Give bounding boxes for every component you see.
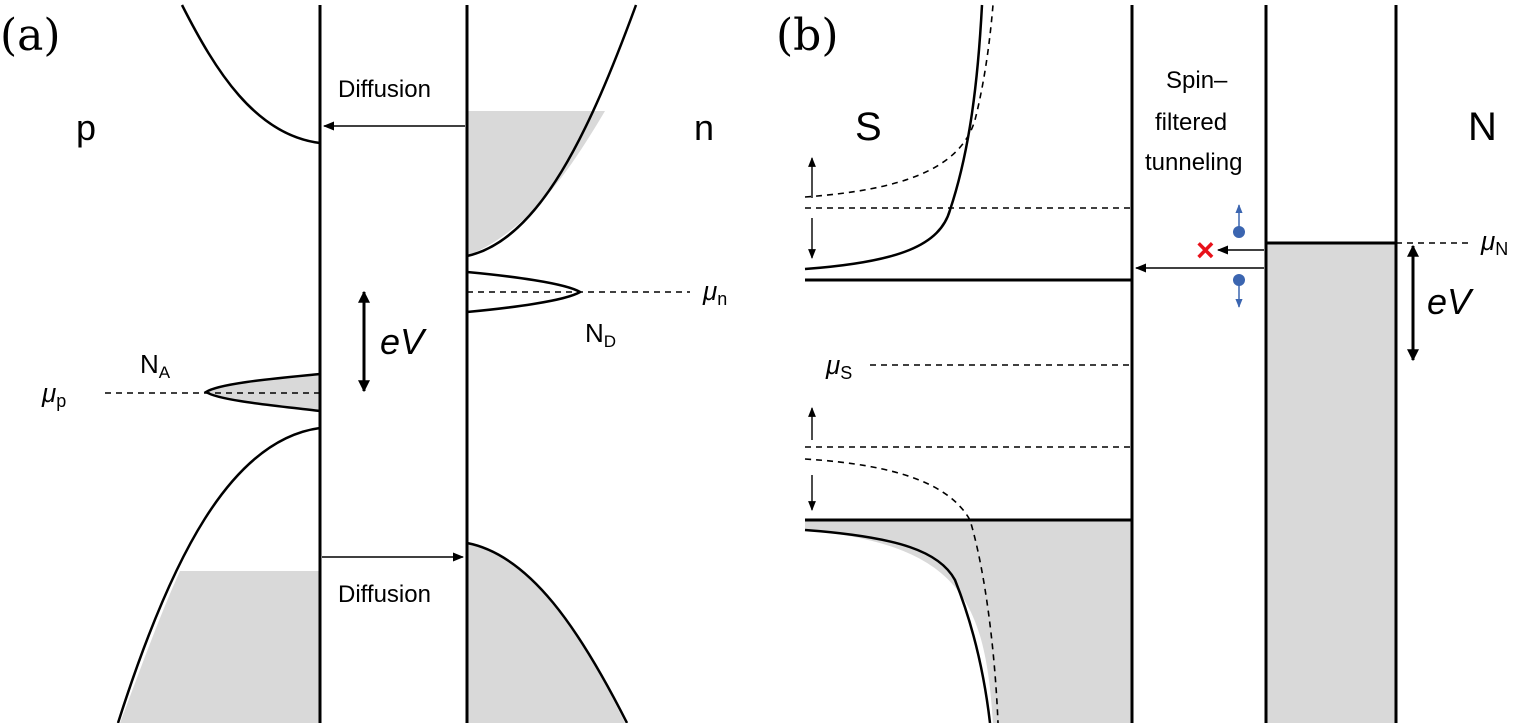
n-region-label-b: N xyxy=(1468,105,1497,149)
s-dos-upper xyxy=(804,4,984,271)
n-valence-band xyxy=(466,541,629,723)
mu-p-label: μp xyxy=(41,378,66,411)
s-region-label: S xyxy=(855,105,882,149)
nd-label: ND xyxy=(585,318,616,351)
ev-label-b: eV xyxy=(1427,281,1474,322)
ev-label-a: eV xyxy=(380,321,427,362)
n-conduction-fill xyxy=(467,111,605,256)
n-filled-states xyxy=(1266,243,1396,723)
mu-n-label-b: μN xyxy=(1480,226,1508,259)
n-conduction-band xyxy=(466,4,638,258)
diffusion-label-bottom: Diffusion xyxy=(338,581,431,608)
diffusion-label-top: Diffusion xyxy=(338,76,431,103)
s-dos-lower-split xyxy=(804,458,999,723)
blocked-cross-icon: × xyxy=(1196,232,1215,268)
s-dos-lower xyxy=(804,528,992,723)
p-valence-fill xyxy=(120,571,320,723)
s-dos-upper-split xyxy=(804,4,994,198)
p-valence-band xyxy=(116,426,321,723)
tunnel-label-line2: filtered xyxy=(1155,109,1227,136)
tunnel-label-line3: tunneling xyxy=(1145,149,1242,176)
n-region-label: n xyxy=(694,107,714,148)
s-occupied-fill xyxy=(805,520,1132,723)
tunnel-label-line1: Spin– xyxy=(1166,67,1228,94)
panel-b-tag: (b) xyxy=(776,10,839,61)
acceptor-peak xyxy=(203,372,321,413)
mu-s-label: μS xyxy=(825,350,852,383)
panel-a-tag: (a) xyxy=(0,10,61,61)
n-valence-fill xyxy=(467,543,625,723)
mu-n-label: μn xyxy=(702,276,727,309)
p-region-label: p xyxy=(76,107,96,148)
panel-a: (a) p n Diffusion Diffusion NA ND μp xyxy=(0,4,727,723)
na-label: NA xyxy=(140,349,171,382)
p-conduction-band xyxy=(180,4,321,145)
spin-down-icon xyxy=(1233,274,1245,308)
spin-up-icon xyxy=(1233,204,1245,238)
panel-b: (b) × xyxy=(776,4,1508,723)
